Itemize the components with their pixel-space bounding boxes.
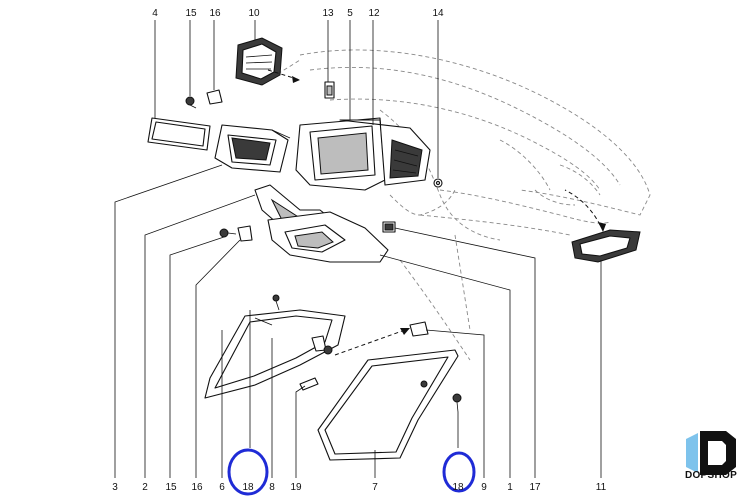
part-12-control-unit <box>339 119 431 186</box>
callout-18-left: 18 <box>242 482 254 493</box>
part-19-screw <box>299 377 319 391</box>
highlight-circle-18-right <box>442 451 476 493</box>
part-15-screw-top <box>185 96 197 109</box>
part-16-clip-top <box>206 89 223 105</box>
part-9-clip <box>334 321 429 356</box>
part-8-clip <box>311 335 333 355</box>
callout-16-top: 16 <box>209 8 221 19</box>
callout-3: 3 <box>112 482 118 493</box>
callout-6: 6 <box>219 482 225 493</box>
callout-1: 1 <box>507 482 513 493</box>
part-18-pin-left <box>272 294 280 311</box>
callout-9: 9 <box>481 482 487 493</box>
part-11-side-vent <box>564 189 641 263</box>
part-3-screen-frame <box>214 124 291 173</box>
callout-14: 14 <box>432 8 444 19</box>
part-13-clip <box>324 81 335 99</box>
leader-lines <box>114 20 602 478</box>
part-16-clip-mid <box>237 225 253 242</box>
highlight-circle-18-left <box>227 448 269 496</box>
dopshop-logo-text: DOPSHOP <box>684 470 738 481</box>
callout-5: 5 <box>347 8 353 19</box>
part-5-display-bezel <box>295 117 386 191</box>
callout-11: 11 <box>596 482 607 493</box>
part-18-pin-right <box>420 380 462 413</box>
part-4-trim-plate <box>147 117 211 151</box>
part-14-bolt <box>433 178 443 188</box>
dopshop-logo-icon <box>686 431 736 475</box>
callout-18-right: 18 <box>452 482 464 493</box>
part-6-left-panel <box>204 309 346 399</box>
callout-17: 17 <box>529 482 541 493</box>
part-15-screw-mid <box>219 228 237 238</box>
callout-10: 10 <box>248 8 260 19</box>
callout-4: 4 <box>152 8 158 19</box>
callout-7: 7 <box>372 482 378 493</box>
callout-15-bottom: 15 <box>165 482 177 493</box>
part-7-right-panel <box>317 349 459 461</box>
part-10-air-vent <box>235 37 301 86</box>
callout-19: 19 <box>290 482 302 493</box>
callout-2: 2 <box>142 482 148 493</box>
callout-numbers: 4 15 16 10 13 5 12 14 3 2 15 16 6 18 8 1… <box>112 8 606 493</box>
callout-13: 13 <box>322 8 334 19</box>
callout-12: 12 <box>368 8 380 19</box>
callout-15-top: 15 <box>185 8 197 19</box>
callout-8: 8 <box>269 482 275 493</box>
part-17-connector <box>382 221 396 233</box>
callout-16-bottom: 16 <box>191 482 203 493</box>
part-1-lower-console <box>267 211 389 263</box>
